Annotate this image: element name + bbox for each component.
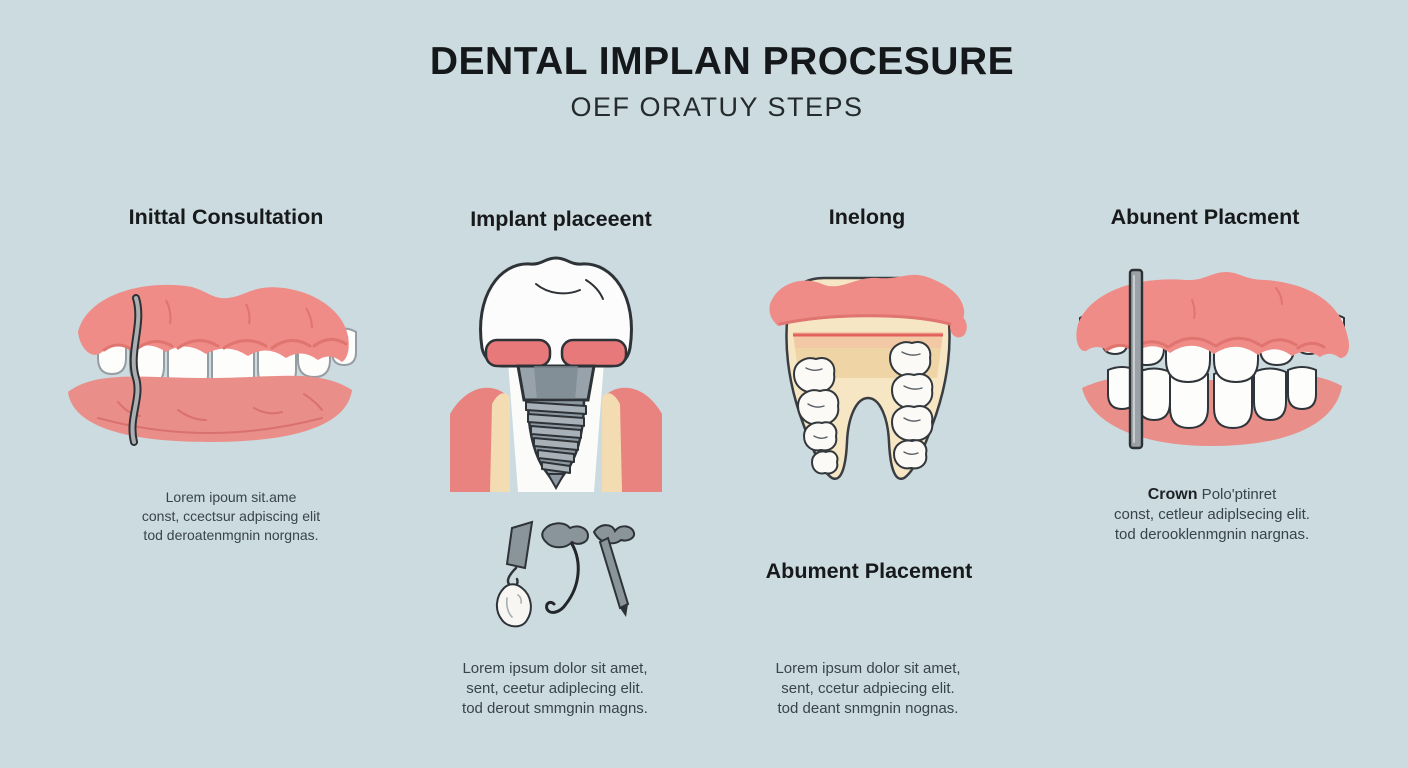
- dental-tools-illustration: [496, 520, 636, 628]
- step-description: Crown Polo'ptinret const, cetleur adipls…: [1114, 486, 1310, 543]
- abutment-facet: [534, 366, 578, 400]
- crown-label: Crown: [1147, 486, 1198, 503]
- step-heading: Inelong: [828, 205, 906, 229]
- gum-crease-lines: [1191, 287, 1283, 319]
- step-subheading: Abument Placement: [765, 559, 973, 583]
- left-gum-cuff: [484, 338, 552, 368]
- tooth-cross-section-illustration: [769, 274, 967, 481]
- page-title: DENTAL IMPLAN PROCESURE: [429, 40, 1015, 83]
- tool-probe-icon: [592, 524, 636, 617]
- right-bone-beige: [602, 393, 622, 492]
- step-description: Lorem ipsum dolor sit amet, sent, ceetur…: [462, 660, 648, 717]
- stack-detail-squiggles: [805, 351, 923, 455]
- tool-scaler-icon: [496, 520, 534, 628]
- right-gum-cuff: [560, 338, 628, 368]
- gum-scallop-shadow: [102, 338, 348, 352]
- lower-gum-creases: [97, 393, 323, 434]
- gum-crease-lines: [165, 299, 313, 329]
- implant-crown-screw-illustration: [450, 256, 662, 492]
- gum-scallop-shadow: [1104, 336, 1326, 352]
- upper-gum: [1076, 272, 1350, 358]
- gums-teeth-probe-illustration: [68, 284, 357, 446]
- step-heading: Inittal Consultation: [128, 205, 324, 229]
- full-mouth-probe-illustration: [1076, 268, 1350, 450]
- page-subtitle: OEF ORATUY STEPS: [570, 92, 864, 122]
- step-description: Lorem ipoum sit.ame const, ccectsur adpi…: [141, 489, 321, 543]
- step-heading: Abunent Placment: [1110, 205, 1300, 229]
- step-description: Lorem ipsum dolor sit amet, sent, ccetur…: [775, 660, 961, 717]
- gum-band-shadow: [778, 314, 952, 326]
- gum-band-droop: [950, 310, 967, 338]
- left-root-teeth-stack: [792, 357, 840, 475]
- screw-tip: [546, 473, 566, 491]
- screw-threads: [525, 401, 587, 474]
- step-heading: Implant placeeent: [470, 207, 652, 231]
- straight-probe-icon: [1128, 268, 1144, 450]
- crown-detail-lines: [535, 279, 604, 300]
- tool-hook-icon: [541, 522, 590, 614]
- left-bone-beige: [490, 393, 510, 492]
- gum-band: [769, 274, 965, 327]
- periodontal-probe-icon: [128, 294, 143, 446]
